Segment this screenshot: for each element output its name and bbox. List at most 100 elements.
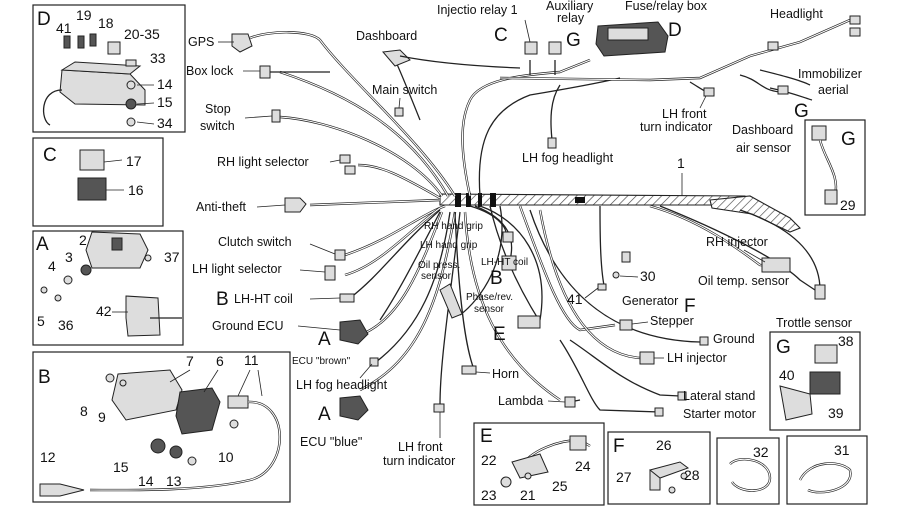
inset-a: A 2 3 4 37 5 36 42 [32, 230, 184, 346]
inset-c: C 17 16 [32, 137, 164, 227]
label-immobilizer-1: Immobilizer [798, 67, 862, 81]
inset-e-num-22: 22 [481, 452, 497, 468]
label-lateral-stand: Lateral stand [683, 389, 755, 403]
label-lh-front-turn-bottom-1: LH front [398, 440, 443, 454]
label-lh-hand-grip: LH hand grip [420, 240, 478, 251]
inset-e-num-21: 21 [520, 487, 536, 503]
inset-g-top: G 29 [804, 119, 866, 216]
label-ecu-brown: ECU "brown" [292, 356, 351, 367]
label-30: 30 [640, 268, 656, 284]
inset-g-bottom: G 38 40 39 [769, 331, 861, 431]
label-injectio-letter: C [494, 25, 508, 46]
label-clutch-switch: Clutch switch [218, 235, 292, 249]
inset-a-num-37: 37 [164, 249, 180, 265]
inset-a-num-4: 4 [48, 258, 56, 274]
inset-a-num-36: 36 [58, 317, 74, 333]
inset-f-num-28: 28 [684, 467, 700, 483]
inset-d-num-41: 41 [56, 20, 72, 36]
label-rh-light-selector: RH light selector [217, 155, 309, 169]
main-harness: 1 [439, 155, 801, 233]
label-lh-fog-headlight-top: LH fog headlight [522, 151, 614, 165]
label-fuse-box: Fuse/relay box [625, 0, 708, 13]
label-oil-temp-letter: F [684, 296, 696, 317]
label-trottle: Trottle sensor [776, 316, 852, 330]
label-rh-ht-coil: LH-HT coil [481, 257, 528, 268]
label-ecu-brown-letter: A [318, 329, 331, 350]
label-stop-switch-2: switch [200, 119, 235, 133]
label-dash-air-letter: G [794, 101, 809, 122]
right-wires [459, 204, 821, 413]
label-phase-rev-2: sensor [474, 304, 505, 315]
label-dash-air-1: Dashboard [732, 123, 793, 137]
label-stepper: Stepper [650, 314, 694, 328]
inset-d-num-15: 15 [157, 94, 173, 110]
label-ecu-blue-letter: A [318, 404, 331, 425]
inset-e-num-24: 24 [575, 458, 591, 474]
inset-g-bottom-num-38: 38 [838, 333, 854, 349]
label-stop-switch-1: Stop [205, 102, 231, 116]
inset-d-num-14: 14 [157, 76, 173, 92]
harness-number: 1 [677, 155, 685, 171]
label-immobilizer-2: aerial [818, 83, 849, 97]
label-dash-air-2: air sensor [736, 141, 791, 155]
inset-d: D 41 19 18 20-35 33 14 15 34 [32, 4, 186, 133]
label-lh-fog-headlight-left: LH fog headlight [296, 378, 388, 392]
label-injectio-relay: Injectio relay 1 [437, 3, 518, 17]
label-starter-motor: Starter motor [683, 407, 756, 421]
inset-d-num-34: 34 [157, 115, 173, 131]
inset-g-bottom-num-39: 39 [828, 405, 844, 421]
label-b-letter-right: B [490, 268, 503, 289]
inset-g-bottom-num-40: 40 [779, 367, 795, 383]
label-ground-ecu: Ground ECU [212, 319, 284, 333]
label-box-lock: Box lock [186, 64, 234, 78]
label-rh-hand-grip: RH hand grip [424, 221, 483, 232]
inset-b-num-8: 8 [80, 403, 88, 419]
inset-c-letter: C [43, 145, 57, 166]
inset-f: F 26 27 28 [607, 431, 711, 505]
inset-b-num-7: 7 [186, 353, 194, 369]
label-lh-front-turn-bottom-2: turn indicator [383, 454, 455, 468]
inset-d-letter: D [37, 9, 51, 30]
inset-d-num-18: 18 [98, 15, 114, 31]
inset-b-num-6: 6 [216, 353, 224, 369]
inset-32-num: 32 [753, 444, 769, 460]
label-lh-front-turn-top-1: LH front [662, 107, 707, 121]
inset-g-top-num-29: 29 [840, 197, 856, 213]
label-41-main: 41 [567, 291, 583, 307]
lower-left-wires [344, 204, 561, 406]
inset-31: 31 [786, 435, 868, 505]
upper-left-wires [249, 31, 457, 207]
inset-g-top-letter: G [841, 129, 856, 150]
label-generator: Generator [622, 294, 678, 308]
label-ground: Ground [713, 332, 755, 346]
inset-32: 32 [716, 437, 780, 505]
label-rh-injector: RH injector [706, 235, 768, 249]
inset-b-num-14: 14 [138, 473, 154, 489]
inset-b-num-15: 15 [113, 459, 129, 475]
inset-b-num-13: 13 [166, 473, 182, 489]
label-fuse-letter: D [668, 20, 682, 41]
inset-a-num-5: 5 [37, 313, 45, 329]
top-wires [461, 18, 851, 197]
inset-b-num-9: 9 [98, 409, 106, 425]
label-gps: GPS [188, 35, 214, 49]
label-aux-relay-1: Auxiliary [546, 0, 594, 13]
label-lh-front-turn-top-2: turn indicator [640, 120, 712, 134]
inset-f-num-27: 27 [616, 469, 632, 485]
inset-b: B 7 6 11 8 9 10 12 15 14 13 [32, 351, 291, 503]
inset-a-num-2: 2 [79, 232, 87, 248]
inset-b-letter: B [38, 367, 51, 388]
label-b-letter-left: B [216, 289, 229, 310]
inset-b-num-11: 11 [244, 352, 259, 368]
label-horn: Horn [492, 367, 519, 381]
inset-a-letter: A [36, 234, 49, 255]
inset-e-num-25: 25 [552, 478, 568, 494]
label-headlight: Headlight [770, 7, 823, 21]
label-anti-theft: Anti-theft [196, 200, 247, 214]
label-lh-light-selector: LH light selector [192, 262, 282, 276]
inset-31-num: 31 [834, 442, 850, 458]
inset-e: E 22 23 21 25 24 [473, 422, 605, 506]
inset-b-num-12: 12 [40, 449, 56, 465]
inset-a-num-42: 42 [96, 303, 112, 319]
label-aux-relay-2: relay [557, 11, 585, 25]
